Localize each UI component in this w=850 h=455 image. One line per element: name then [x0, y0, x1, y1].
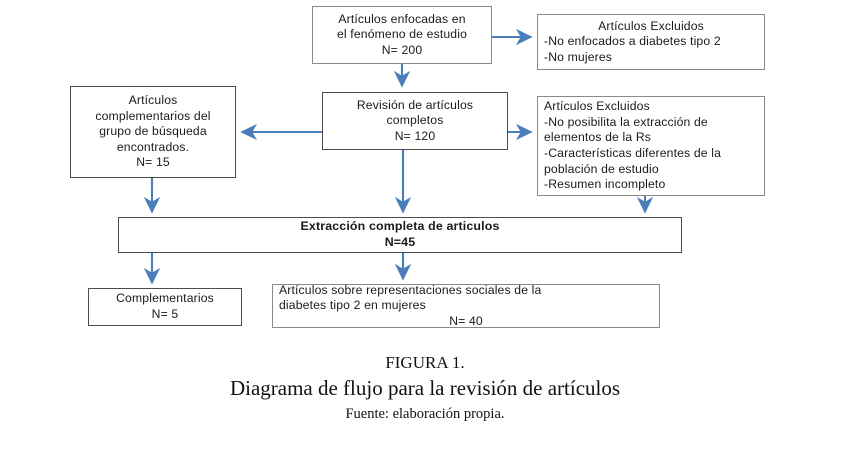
figure-number: FIGURA 1. [385, 353, 465, 372]
node-complementarios-final: Complementarios N= 5 [88, 288, 242, 326]
node-representaciones-sociales: Artículos sobre representaciones sociale… [272, 282, 660, 328]
node-line: -Resumen incompleto [544, 177, 666, 192]
node-line: -Características diferentes de la [544, 146, 722, 160]
node-heading: Artículos Excluidos [544, 99, 650, 114]
node-line: población de estudio [544, 161, 659, 176]
node-count: N=45 [384, 235, 416, 249]
figure-title: Diagrama de flujo para la revisión de ar… [229, 375, 621, 400]
node-extraccion-completa: Extracción completa de articulos N=45 [118, 217, 682, 253]
node-line: diabetes tipo 2 en mujeres [279, 298, 426, 313]
figure-caption: FIGURA 1. Diagrama de flujo para la revi… [0, 352, 850, 425]
node-count: N= 5 [151, 307, 179, 321]
node-line: -No posibilita la extracción de [544, 114, 708, 129]
node-articulos-complementarios-busqueda: Artículos complementarios del grupo de b… [70, 86, 236, 178]
node-revision-articulos-completos: Revisión de artículos completos N= 120 [322, 92, 508, 150]
node-line: elementos de la Rs [544, 130, 652, 145]
node-line: -No mujeres [544, 49, 613, 64]
node-articulos-enfocados: Artículos enfocadas en el fenómeno de es… [312, 6, 492, 64]
node-line: Artículos [128, 92, 178, 107]
node-line: completos [386, 113, 444, 128]
node-count: N= 200 [381, 42, 423, 57]
node-articulos-excluidos-1: Artículos Excluidos -No enfocados a diab… [537, 14, 765, 70]
node-line: grupo de búsqueda [99, 124, 207, 139]
node-articulos-excluidos-2: Artículos Excluidos -No posibilita la ex… [537, 96, 765, 196]
node-line: -No enfocados a diabetes tipo 2 [544, 34, 721, 49]
node-heading: Artículos Excluidos [598, 18, 704, 33]
node-line: Artículos enfocadas en [338, 11, 466, 26]
node-line: complementarios del [95, 108, 211, 123]
node-count: N= 120 [394, 128, 436, 143]
node-line: Complementarios [116, 291, 214, 306]
figure-source: Fuente: elaboración propia. [345, 405, 505, 422]
node-line: Extracción completa de articulos [300, 219, 500, 234]
node-line: el fenómeno de estudio [336, 27, 467, 42]
node-count: N= 40 [449, 313, 483, 328]
node-count: N= 15 [136, 155, 170, 170]
node-line: Revisión de artículos [356, 97, 474, 112]
node-line: encontrados. [116, 139, 190, 154]
node-line: Artículos sobre representaciones sociale… [279, 282, 542, 297]
